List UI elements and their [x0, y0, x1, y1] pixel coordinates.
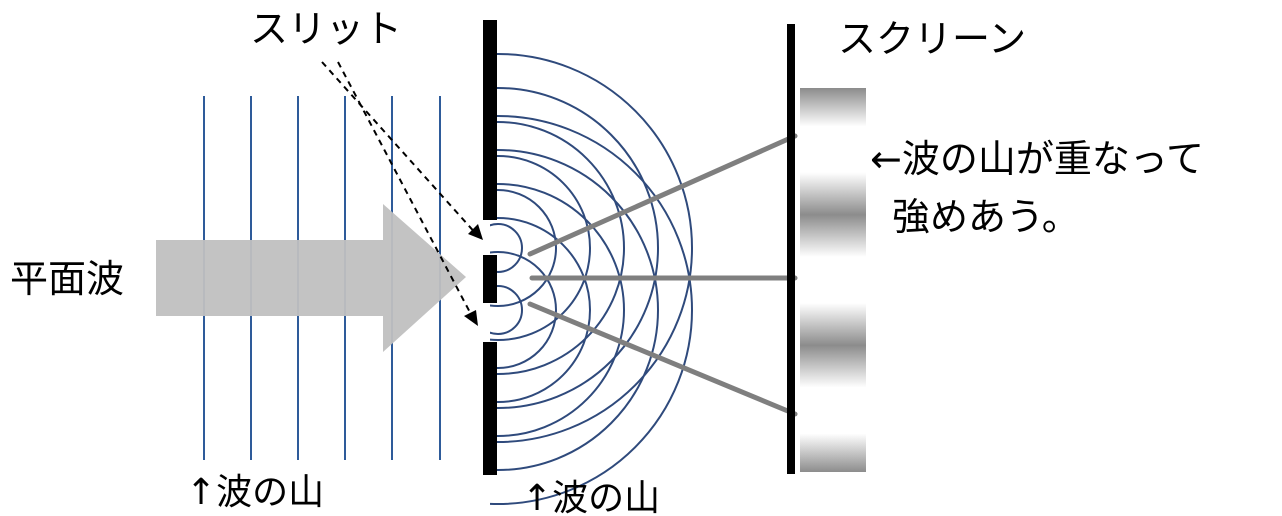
slit-pointer-arrow: [337, 61, 475, 321]
screen-label: スクリーン: [838, 17, 1026, 61]
circular-wave: [490, 149, 659, 471]
plane-wave-arrow: [156, 204, 466, 352]
interference-ray: [527, 133, 798, 257]
circular-wave: [490, 121, 625, 375]
slit-barrier: [483, 20, 497, 475]
interference-pattern: [800, 88, 866, 472]
interference-rays: [527, 133, 798, 417]
circular-wave: [490, 189, 557, 307]
circular-wave: [490, 87, 659, 409]
wave-crest-label-right: ↑波の山: [522, 478, 660, 516]
screen-line: [787, 24, 795, 474]
circular-wave: [490, 223, 523, 273]
circular-wave: [490, 115, 693, 505]
wave-crest-label-left: ↑波の山: [186, 472, 324, 513]
slit-label: スリット: [250, 7, 402, 51]
circular-wave: [490, 217, 591, 403]
slit-pointer-arrow: [321, 61, 479, 237]
barrier-segment: [483, 255, 497, 303]
barrier-segment: [483, 342, 497, 475]
annotation-line-1: ←波の山が重なって: [870, 137, 1204, 181]
slit-pointer-arrows: [321, 61, 479, 321]
circular-wave: [490, 155, 591, 341]
circular-wave: [490, 285, 523, 335]
circular-wave: [490, 53, 693, 443]
slit-pointer-arrowhead: [468, 224, 483, 240]
circular-wave: [490, 183, 625, 437]
slit-pointer-arrowhead: [464, 310, 478, 326]
annotation-line-2: 強めあう。: [892, 195, 1080, 239]
circular-wave: [490, 251, 557, 369]
circular-waves: [490, 53, 693, 505]
plane-wave-label: 平面波: [10, 257, 124, 301]
barrier-segment: [483, 20, 497, 220]
interference-ray: [527, 301, 798, 417]
